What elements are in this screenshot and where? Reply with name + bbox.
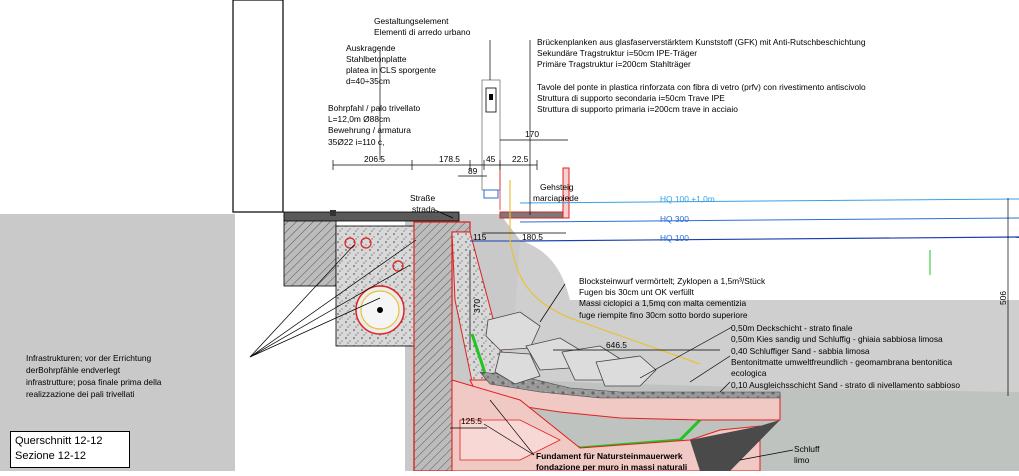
road-slab [283, 210, 460, 222]
label-layer-3: 0,40 Schluffiger Sand - sabbia limosa [731, 346, 870, 356]
pipe-small [344, 237, 356, 249]
yellow-reference [509, 180, 701, 365]
dim-370: 370 [472, 299, 482, 313]
label-blockstein-3: Massi ciclopici a 1,5mq con malta cement… [579, 298, 746, 308]
label-gestaltung-1: Gestaltungselement [374, 16, 449, 26]
label-bridge-3: Primäre Tragstruktur i=200cm Stahlträger [537, 59, 691, 69]
label-bohrpfahl-4: 35Ø22 i=110 c, [328, 137, 384, 147]
label-layer-4: Bentonitmatte umweltfreundlich - geomamb… [731, 357, 952, 367]
dim-45: 45 [486, 154, 496, 164]
label-bohrpfahl-1: Bohrpfahl / palo trivellato [328, 103, 421, 113]
label-blockstein-1: Blocksteinwurf vermörtelt; Zyklopen a 1,… [579, 276, 766, 286]
label-hq100: HQ 100 [660, 233, 689, 243]
label-strasse-1: Straße [410, 193, 435, 203]
annotations: Gestaltungselement Elementi di arredo ur… [26, 16, 960, 472]
dim-22: 22.5 [512, 154, 529, 164]
section-title-box: Querschnitt 12-12 Sezione 12-12 [10, 431, 130, 468]
label-gestaltung-2: Elementi di arredo urbano [374, 27, 471, 37]
label-kragplatte-2: Stahlbetonplatte [346, 54, 407, 64]
label-bohrpfahl-2: L=12,0m Ø88cm [328, 114, 390, 124]
dimension-lines [332, 40, 1009, 429]
label-kragplatte-3: platea in CLS sporgente [346, 65, 436, 75]
dim-89: 89 [468, 166, 478, 176]
label-bridge-7: Struttura di supporto primaria i=200cm t… [537, 104, 738, 114]
label-layer-1: 0,50m Deckschicht - strato finale [731, 323, 853, 333]
leader-lines [249, 209, 794, 461]
label-bohrpfahl-3: Bewehrung / armatura [328, 125, 411, 135]
label-infra-4: realizzazione dei pali trivellati [26, 389, 135, 399]
dimension-texts: 206.5 178.5 45 22.5 89 170 115 180.5 370… [364, 129, 1008, 426]
label-blockstein-4: fuge riempite fino 30cm sotto bordo supe… [579, 310, 748, 320]
label-blockstein-2: Fugen bis 30cm unt OK verfüllt [579, 287, 695, 297]
label-kragplatte-1: Auskragende [346, 43, 396, 53]
existing-structure [283, 213, 337, 287]
label-layer-2: 0,50m Kies sandig und Schluffig - ghiaia… [731, 334, 943, 344]
dim-115: 115 [473, 232, 487, 242]
label-infra-1: Infrastrukturen; vor der Errichtung [26, 353, 152, 363]
dim-646: 646.5 [606, 340, 627, 350]
label-schluff-2: limo [794, 455, 810, 465]
label-bridge-1: Brückenplanken aus glasfaserverstärktem … [537, 37, 866, 47]
label-kragplatte-4: d=40÷35cm [346, 76, 390, 86]
label-bridge-5: Tavole del ponte in plastica rinforzata … [537, 82, 866, 92]
dim-125: 125.5 [461, 416, 482, 426]
label-gehsteig-2: marciapiede [533, 193, 579, 203]
label-layer-6: 0,10 Ausgleichsschicht Sand - strato di … [731, 380, 960, 390]
label-gehsteig-1: Gehsteig [540, 182, 574, 192]
label-hq100-plus: HQ 100 +1,0m [660, 194, 715, 204]
label-fundament-1: Fundament für Natursteinmauerwerk [536, 451, 683, 461]
label-bridge-6: Struttura di supporto secondaria i=50cm … [537, 93, 725, 103]
dim-180: 180.5 [522, 232, 543, 242]
section-title-de: Querschnitt 12-12 [15, 435, 103, 447]
label-infra-2: derBohrpfähle endverlegt [26, 365, 121, 375]
water-level-labels: HQ 100 +1,0m HQ 300 HQ 100 [660, 194, 715, 243]
label-layer-5: ecologica [731, 368, 767, 378]
building-column [232, 0, 284, 213]
label-strasse-2: strada [412, 204, 436, 214]
label-schluff-1: Schluff [794, 444, 820, 454]
section-title-it: Sezione 12-12 [15, 450, 86, 462]
boulders [485, 311, 657, 387]
label-bridge-2: Sekundäre Tragstruktur i=50cm IPE-Träger [537, 48, 697, 58]
infrastructure-box [335, 225, 434, 347]
water-levels [470, 198, 1019, 275]
label-fundament-2: fondazione per muro in massi naturali [536, 462, 687, 471]
dim-206: 206.5 [364, 154, 385, 164]
dim-170: 170 [525, 129, 539, 139]
label-infra-3: infrastrutture; posa finale prima della [26, 377, 162, 387]
dim-178: 178.5 [439, 154, 460, 164]
label-hq300: HQ 300 [660, 214, 689, 224]
dim-506: 506 [998, 291, 1008, 305]
bridge [481, 79, 570, 219]
